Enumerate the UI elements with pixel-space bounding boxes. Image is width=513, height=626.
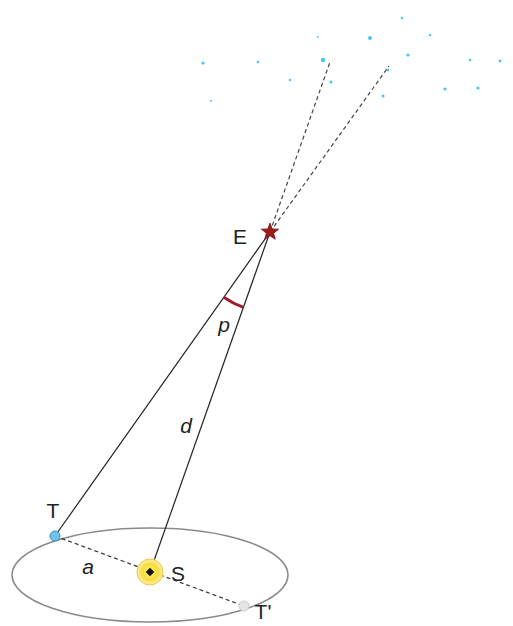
star-dot (317, 36, 319, 38)
point-label: T (47, 500, 60, 521)
sun-center-mark (146, 568, 154, 576)
star-dot (443, 87, 446, 90)
star-dot (210, 100, 212, 102)
point-label: E (233, 226, 247, 247)
point-label: p (218, 314, 230, 335)
star-symbol (261, 223, 278, 239)
sun-symbol (137, 559, 163, 585)
star-dot (469, 59, 472, 62)
star-dot (257, 61, 260, 64)
distance-line (150, 232, 270, 572)
sight-extension (270, 66, 389, 232)
orbit-diameter (55, 536, 244, 606)
star-dot (321, 58, 325, 62)
sight-extension (270, 62, 330, 232)
star-dot (368, 36, 372, 40)
earth-opposite-symbol (239, 601, 249, 611)
star-dot (401, 17, 403, 19)
star-dot (289, 79, 291, 81)
point-label: d (180, 415, 192, 436)
background-stars (201, 17, 501, 102)
star-dot (201, 61, 204, 64)
point-label: S (171, 563, 185, 584)
star-dot (330, 81, 333, 84)
star-dot (499, 60, 502, 63)
sight-line (55, 232, 270, 536)
earth-symbol (50, 531, 60, 541)
star-dot (406, 53, 409, 56)
point-label: T' (255, 601, 272, 622)
star-dot (387, 69, 390, 72)
earth-orbit (12, 528, 288, 622)
star-dot (476, 86, 479, 89)
star-dot (429, 34, 431, 36)
star-dot (382, 95, 385, 98)
parallax-angle-arc (224, 297, 244, 307)
point-label: a (82, 556, 94, 577)
